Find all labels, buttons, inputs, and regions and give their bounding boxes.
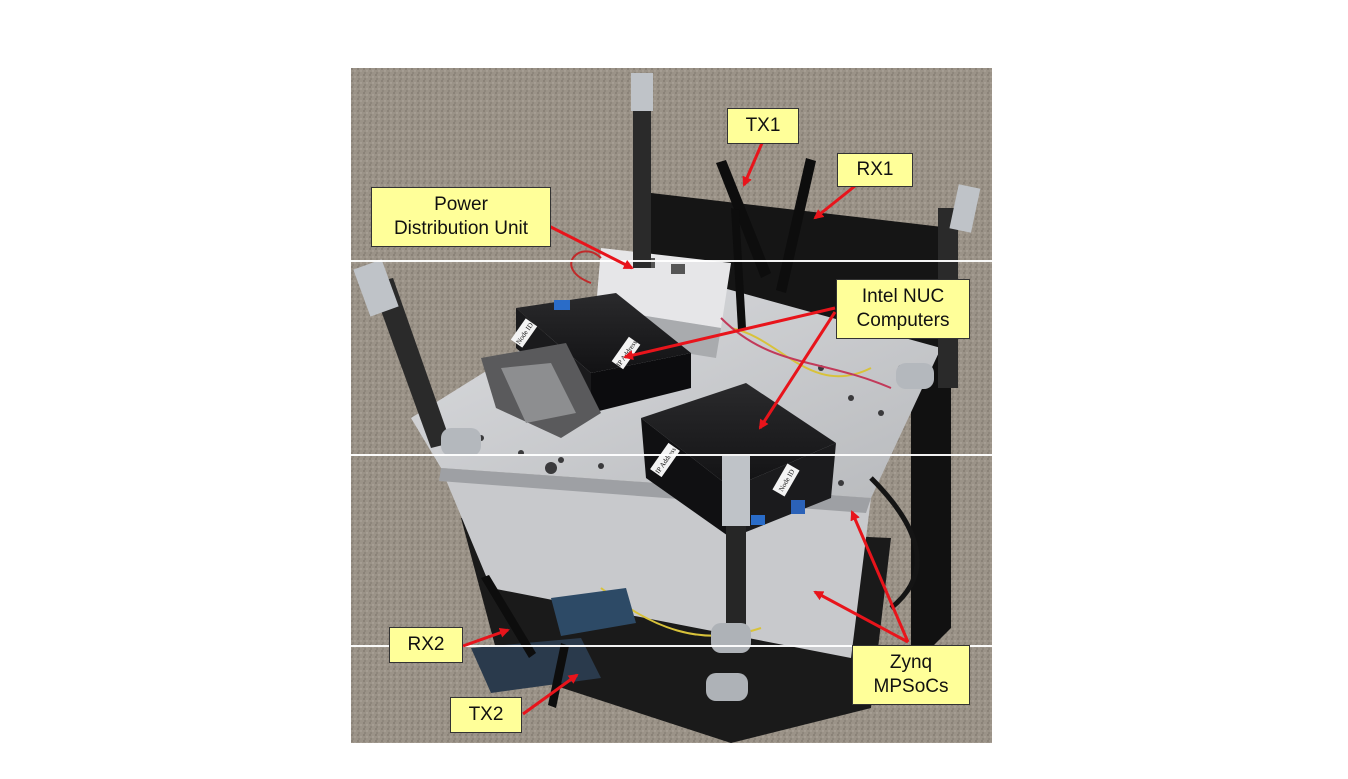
label-rx1: RX1: [837, 153, 913, 187]
label-rx2-text: RX2: [407, 634, 445, 655]
label-zynq-line2: MPSoCs: [873, 676, 949, 697]
label-zynq-mpsocs: Zynq MPSoCs: [852, 645, 970, 705]
gray-cables: [481, 343, 601, 438]
label-tx1: TX1: [727, 108, 799, 144]
label-intel-nuc-computers: Intel NUC Computers: [836, 279, 970, 339]
label-tx2-text: TX2: [468, 704, 504, 725]
label-nuc-line2: Computers: [856, 310, 950, 331]
label-zynq-line1: Zynq: [889, 652, 933, 673]
label-nuc-line1: Intel NUC: [861, 286, 945, 307]
label-rx1-text: RX1: [856, 159, 894, 180]
sticker-ip-2: [650, 442, 680, 478]
label-tx2: TX2: [450, 697, 522, 733]
sticker-node-id-2: [772, 463, 800, 497]
label-pdu-line1: Power: [434, 194, 488, 215]
label-rx2: RX2: [389, 627, 463, 663]
label-tx1-text: TX1: [745, 115, 781, 136]
sticker-node-id-1: [510, 318, 538, 348]
divider-line-3: [0, 645, 1348, 647]
divider-line-1: [0, 260, 1348, 262]
right-frame: [911, 348, 951, 668]
label-power-distribution-unit: Power Distribution Unit: [371, 187, 551, 247]
divider-line-2: [0, 454, 1348, 456]
label-pdu-line2: Distribution Unit: [393, 218, 529, 239]
